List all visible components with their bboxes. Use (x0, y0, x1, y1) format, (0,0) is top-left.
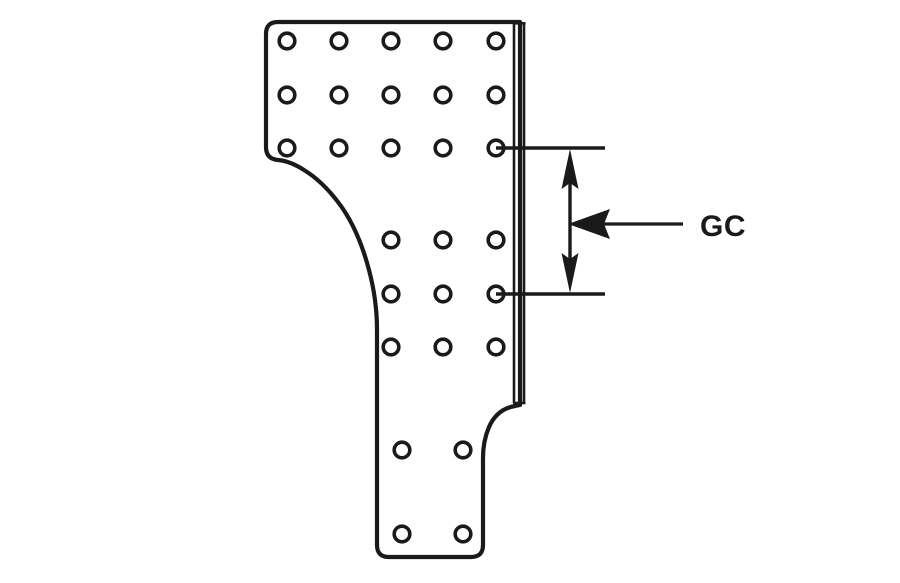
mounting-hole (486, 85, 506, 105)
mounting-hole (381, 85, 401, 105)
mounting-hole (433, 138, 453, 158)
mounting-hole (486, 337, 506, 357)
mounting-hole (453, 524, 473, 544)
flange-fold-group (512, 21, 526, 405)
leader-arrowhead (568, 209, 610, 239)
mounting-hole (381, 284, 401, 304)
mounting-hole (433, 85, 453, 105)
mounting-hole (381, 138, 401, 158)
mounting-hole (433, 284, 453, 304)
dimension-arrowhead-down (561, 253, 579, 293)
mounting-hole (433, 230, 453, 250)
mounting-hole (433, 337, 453, 357)
mounting-hole (381, 31, 401, 51)
mounting-hole (277, 31, 297, 51)
gc-dimension-label: GC (700, 210, 746, 243)
mounting-hole (392, 524, 412, 544)
gc-dimension-group: GC (496, 146, 746, 296)
dimension-arrowhead-up (561, 149, 579, 189)
mounting-hole (486, 230, 506, 250)
mounting-hole (329, 85, 349, 105)
mounting-hole (392, 440, 412, 460)
hole-pattern-group (277, 31, 506, 544)
mounting-hole (433, 31, 453, 51)
mounting-hole (277, 138, 297, 158)
mounting-hole (381, 337, 401, 357)
mounting-hole (329, 31, 349, 51)
mounting-hole (381, 230, 401, 250)
mounting-hole (329, 138, 349, 158)
mounting-hole (277, 85, 297, 105)
mounting-hole (486, 31, 506, 51)
mounting-hole (453, 440, 473, 460)
